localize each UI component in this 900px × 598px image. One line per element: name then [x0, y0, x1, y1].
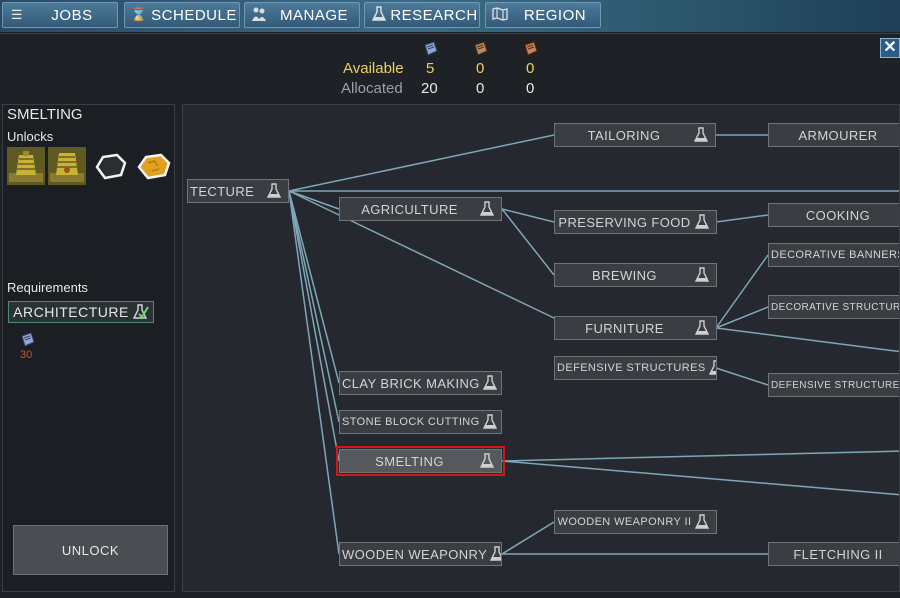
allocated-value-red: 0: [526, 80, 535, 97]
flask-icon: [694, 267, 710, 282]
red-scroll-icon: [524, 41, 538, 56]
gold-ore-icon[interactable]: [134, 147, 172, 185]
tree-node-clay-brick-making[interactable]: CLAY BRICK MAKING: [339, 371, 502, 395]
nav-jobs-button[interactable]: ☰ JOBS: [2, 2, 118, 28]
tree-connector: [288, 190, 340, 462]
tree-node-armourer[interactable]: ARMOURER: [768, 123, 899, 147]
flask-icon: [482, 375, 497, 390]
tree-connector: [501, 208, 555, 223]
flask-check-icon: [133, 304, 149, 319]
research-tree[interactable]: TECTURE TAILORING ARMOURER AGRICULTURE P…: [182, 104, 900, 592]
available-value-red: 0: [526, 60, 535, 77]
tree-connections: [288, 134, 899, 555]
flask-icon: [693, 127, 709, 142]
unlocks-heading: Unlocks: [7, 129, 54, 144]
tree-node-tailoring[interactable]: TAILORING: [554, 123, 716, 147]
tree-connector: [288, 190, 340, 210]
iron-ore-icon[interactable]: [91, 147, 129, 185]
people-icon: [249, 6, 269, 25]
flask-icon: [694, 514, 710, 529]
tree-node-stone-block-cutting[interactable]: STONE BLOCK CUTTING: [339, 410, 502, 434]
nav-research-button[interactable]: RESEARCH: [364, 2, 480, 28]
flask-icon: [694, 214, 710, 229]
tree-connector: [288, 134, 555, 192]
tree-connector: [715, 367, 769, 386]
allocated-value-blue: 20: [421, 80, 438, 97]
flask-icon: [479, 453, 495, 468]
available-label: Available: [343, 60, 404, 77]
furnace-building-icon[interactable]: [48, 147, 86, 185]
tree-node-fletching-2[interactable]: FLETCHING II: [768, 542, 899, 566]
tree-node-cooking[interactable]: COOKING: [768, 203, 899, 227]
tree-node-decorative-banners[interactable]: DECORATIVE BANNERS: [768, 243, 899, 267]
blue-scroll-icon: [21, 332, 35, 347]
research-detail-panel: SMELTING Unlocks Requirements ARCHITECTU…: [2, 104, 175, 592]
flask-icon: [266, 183, 282, 198]
tree-node-wooden-weaponry-2[interactable]: WOODEN WEAPONRY II: [554, 510, 717, 534]
kiln-building-icon[interactable]: [7, 147, 45, 185]
available-value-blue: 5: [426, 60, 435, 77]
flask-icon: [479, 201, 495, 216]
flask-icon: [490, 546, 501, 561]
brown-scroll-icon: [474, 41, 488, 56]
tree-connector: [715, 327, 899, 353]
hourglass-icon: ⌛: [130, 7, 148, 22]
research-title: SMELTING: [7, 106, 83, 123]
tree-node-brewing[interactable]: BREWING: [554, 263, 717, 287]
tree-connector: [715, 254, 769, 329]
tree-connector: [288, 190, 340, 555]
tree-node-furniture[interactable]: FURNITURE: [554, 316, 717, 340]
requirements-heading: Requirements: [7, 280, 88, 295]
nav-region-button[interactable]: REGION: [485, 2, 601, 28]
flask-icon: [694, 320, 710, 335]
nav-manage-button[interactable]: MANAGE: [244, 2, 360, 28]
nav-schedule-button[interactable]: ⌛ SCHEDULE: [124, 2, 240, 28]
flask-icon: [482, 414, 497, 429]
tree-connector: [501, 460, 899, 496]
tree-connector: [501, 208, 555, 276]
tree-node-wooden-weaponry[interactable]: WOODEN WEAPONRY: [339, 542, 502, 566]
allocated-label: Allocated: [341, 80, 403, 97]
tree-node-defensive-structures[interactable]: DEFENSIVE STRUCTURES: [554, 356, 717, 380]
allocated-value-brown: 0: [476, 80, 485, 97]
tree-node-decorative-structures[interactable]: DECORATIVE STRUCTURES: [768, 295, 899, 319]
top-navigation-bar: ☰ JOBS ⌛ SCHEDULE MANAGE RESEARCH REGION: [0, 0, 900, 32]
requirement-label: ARCHITECTURE: [13, 304, 129, 320]
requirement-architecture[interactable]: ARCHITECTURE: [8, 301, 154, 323]
requirement-cost: 30: [20, 349, 33, 361]
list-icon: ☰: [10, 7, 24, 22]
tree-connector: [501, 450, 899, 462]
tree-node-smelting-selected[interactable]: SMELTING: [336, 446, 505, 476]
close-icon: ✕: [883, 39, 897, 56]
flask-icon: [708, 360, 716, 375]
tree-connector: [288, 190, 555, 319]
tree-connector: [288, 190, 340, 384]
blue-scroll-icon: [424, 41, 438, 56]
close-button[interactable]: ✕: [880, 38, 900, 58]
tree-node-agriculture[interactable]: AGRICULTURE: [339, 197, 502, 221]
unlock-button[interactable]: UNLOCK: [13, 525, 168, 575]
tree-node-architecture[interactable]: TECTURE: [187, 179, 289, 203]
available-value-brown: 0: [476, 60, 485, 77]
flask-icon: [369, 5, 389, 25]
tree-connector: [715, 306, 769, 329]
tree-connector: [715, 214, 769, 223]
tree-node-preserving-food[interactable]: PRESERVING FOOD: [554, 210, 717, 234]
map-icon: [490, 6, 510, 24]
tree-node-defensive-structures-2[interactable]: DEFENSIVE STRUCTURES I: [768, 373, 899, 397]
tree-connector: [501, 521, 555, 555]
tree-connector: [288, 190, 340, 423]
